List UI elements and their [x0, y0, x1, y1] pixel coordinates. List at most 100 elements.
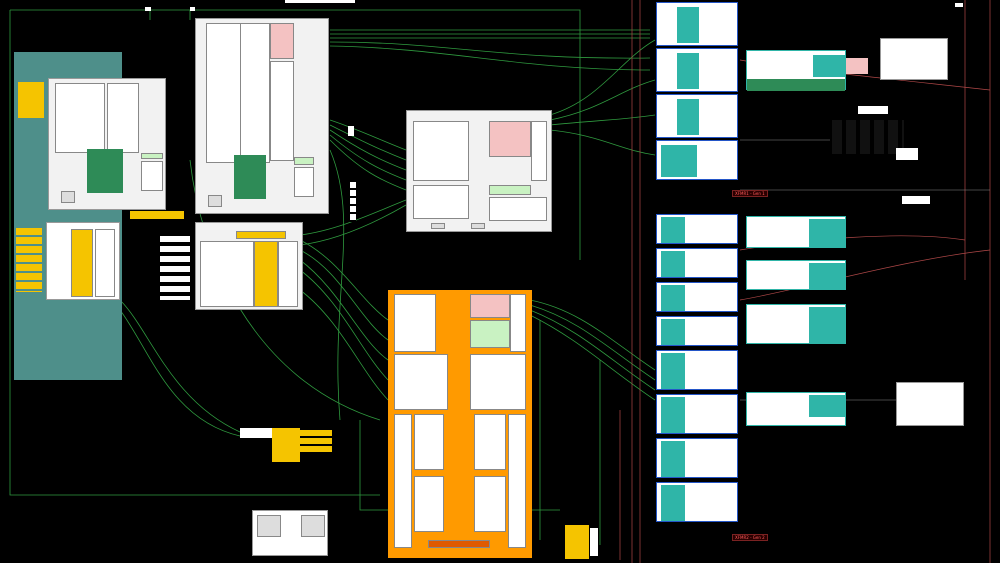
status-block-green: [234, 155, 266, 199]
value-column: [95, 229, 115, 297]
breaker-module: [656, 214, 738, 244]
alarm-cells: [470, 294, 510, 318]
right-block-upper: [656, 2, 738, 180]
module-cells: [809, 263, 845, 289]
panel-a: [48, 78, 166, 210]
module-cells: [677, 7, 699, 43]
data-table: [394, 414, 412, 548]
panel-bottom: [252, 510, 328, 556]
label-box: [240, 428, 272, 438]
data-table: [489, 197, 547, 221]
module-cells: [661, 353, 685, 389]
alarm-cells: [489, 121, 531, 157]
breaker-module: [656, 140, 738, 180]
action-button[interactable]: [471, 223, 485, 229]
module-cells: [661, 319, 685, 345]
module-cells: [661, 485, 685, 521]
status-badge: [141, 153, 163, 159]
alarm-cells: [846, 58, 868, 74]
data-table: [413, 185, 469, 219]
feeder-block: [746, 50, 846, 91]
module-cells: [661, 217, 685, 243]
module-cells: [677, 99, 699, 135]
wire-tag[interactable]: [348, 126, 354, 136]
status-badge: [489, 185, 531, 195]
data-table: [470, 354, 526, 410]
panel-b: [195, 18, 329, 214]
action-button[interactable]: [208, 195, 222, 207]
indicator-stack: [18, 82, 44, 118]
data-table: [55, 83, 105, 153]
data-table: [531, 121, 547, 181]
data-table: [414, 476, 444, 532]
module-cells: [809, 395, 845, 417]
module-cells: [661, 441, 685, 477]
block-footer: [747, 79, 845, 91]
action-button[interactable]: [61, 191, 75, 203]
wire-tag[interactable]: [190, 7, 195, 11]
breaker-module: [656, 48, 738, 92]
status-block-green: [87, 149, 123, 193]
indicator-stack: [16, 228, 42, 292]
data-table: [270, 61, 294, 161]
warning-banner: [236, 231, 286, 239]
module-cells: [661, 285, 685, 311]
status-badge: [294, 157, 314, 165]
wire-tag[interactable]: [955, 3, 963, 7]
control-label[interactable]: [902, 196, 930, 204]
breaker-module: [656, 350, 738, 390]
data-table: [394, 294, 436, 352]
control-label[interactable]: [858, 106, 888, 114]
data-table: [590, 528, 598, 556]
data-table: [141, 161, 163, 191]
yellow-unit: [565, 525, 589, 559]
breaker-module: [656, 482, 738, 522]
breaker-module: [656, 248, 738, 278]
feeder-block: [746, 260, 846, 290]
module-cells: [677, 53, 699, 89]
module-cells: [661, 397, 685, 433]
status-cells: [470, 320, 510, 348]
action-button[interactable]: [431, 223, 445, 229]
right-block-lower: [656, 214, 738, 524]
warning-banner: [130, 211, 184, 219]
top-status-strip: [285, 0, 355, 3]
xfmr-gen1-label: XFMR1 - Gen 1: [732, 190, 768, 197]
panel-c: [406, 110, 552, 232]
breaker-module: [656, 316, 738, 346]
orange-main-block: [388, 290, 532, 558]
data-table: [510, 294, 526, 352]
data-table: [200, 241, 254, 307]
unit-box: [880, 38, 948, 80]
module-cells: [661, 251, 685, 277]
module-cells: [809, 307, 845, 343]
panel-d: [195, 222, 303, 310]
data-table: [394, 354, 448, 410]
breaker-module: [656, 94, 738, 138]
control-strip: [832, 120, 904, 154]
feeder-block: [746, 216, 846, 248]
breaker-module: [656, 2, 738, 46]
breaker-module: [656, 394, 738, 434]
value-column: [71, 229, 93, 297]
yellow-unit: [272, 428, 300, 462]
data-table: [413, 121, 469, 181]
wire-tag-stack: [350, 182, 356, 222]
footer-banner: [428, 540, 490, 548]
alarm-cells: [270, 23, 294, 59]
switch-table: [46, 222, 120, 300]
wire-tag[interactable]: [145, 7, 151, 11]
breaker-module: [656, 438, 738, 478]
unit-box: [896, 382, 964, 426]
data-table: [294, 167, 314, 197]
data-table: [508, 414, 526, 548]
data-table: [240, 23, 270, 163]
feeder-block: [746, 304, 846, 344]
data-table: [107, 83, 139, 153]
data-table: [414, 414, 444, 470]
indicator-stack: [300, 430, 332, 452]
wire-tag-stack: [160, 236, 190, 300]
data-table: [474, 476, 506, 532]
xfmr-gen2-label: XFMR2 - Gen 2: [732, 534, 768, 541]
